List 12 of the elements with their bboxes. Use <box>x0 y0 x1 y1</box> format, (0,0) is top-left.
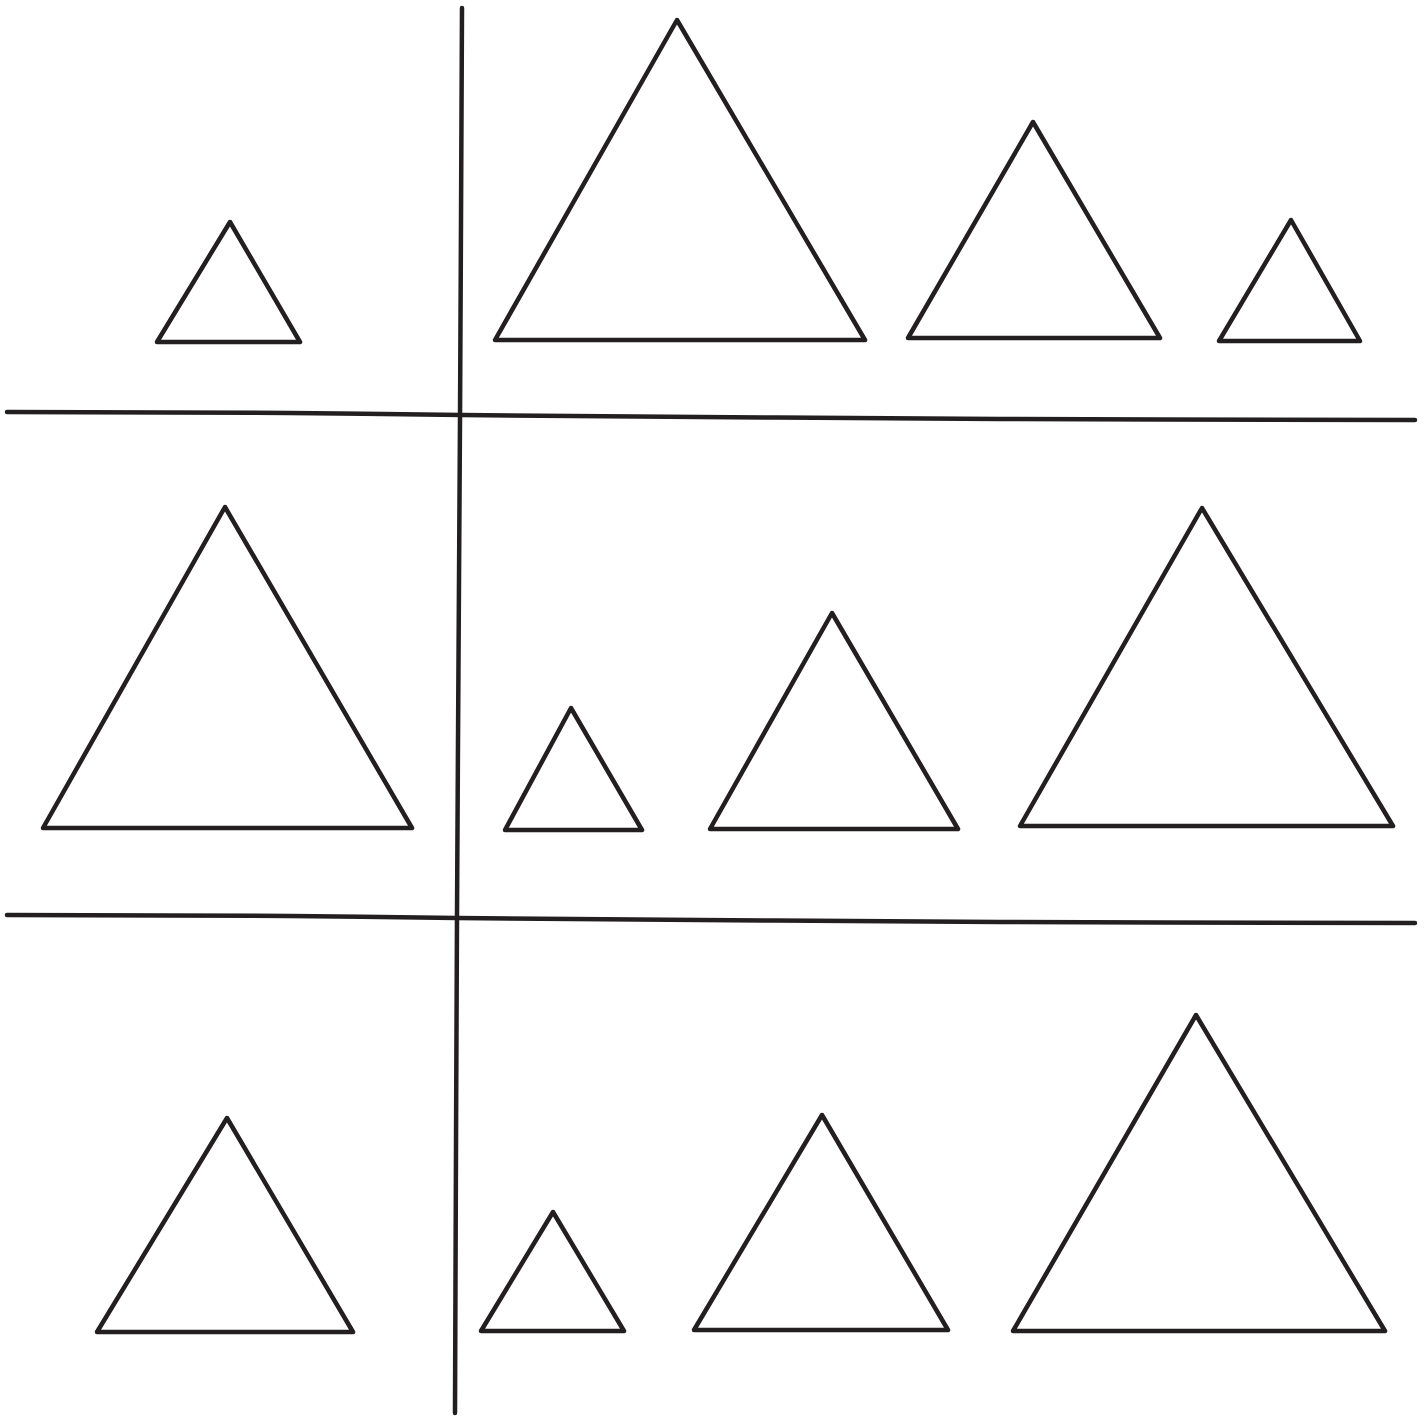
triangle <box>1017 505 1396 829</box>
triangle <box>691 1112 951 1333</box>
triangle <box>1216 217 1363 344</box>
triangle <box>1010 1012 1388 1334</box>
triangle <box>502 705 645 833</box>
triangle <box>905 119 1163 341</box>
triangle <box>478 1209 627 1334</box>
triangle <box>707 610 961 832</box>
triangle <box>154 219 303 345</box>
triangle <box>40 504 415 831</box>
triangle <box>94 1115 356 1335</box>
triangle <box>492 17 868 343</box>
